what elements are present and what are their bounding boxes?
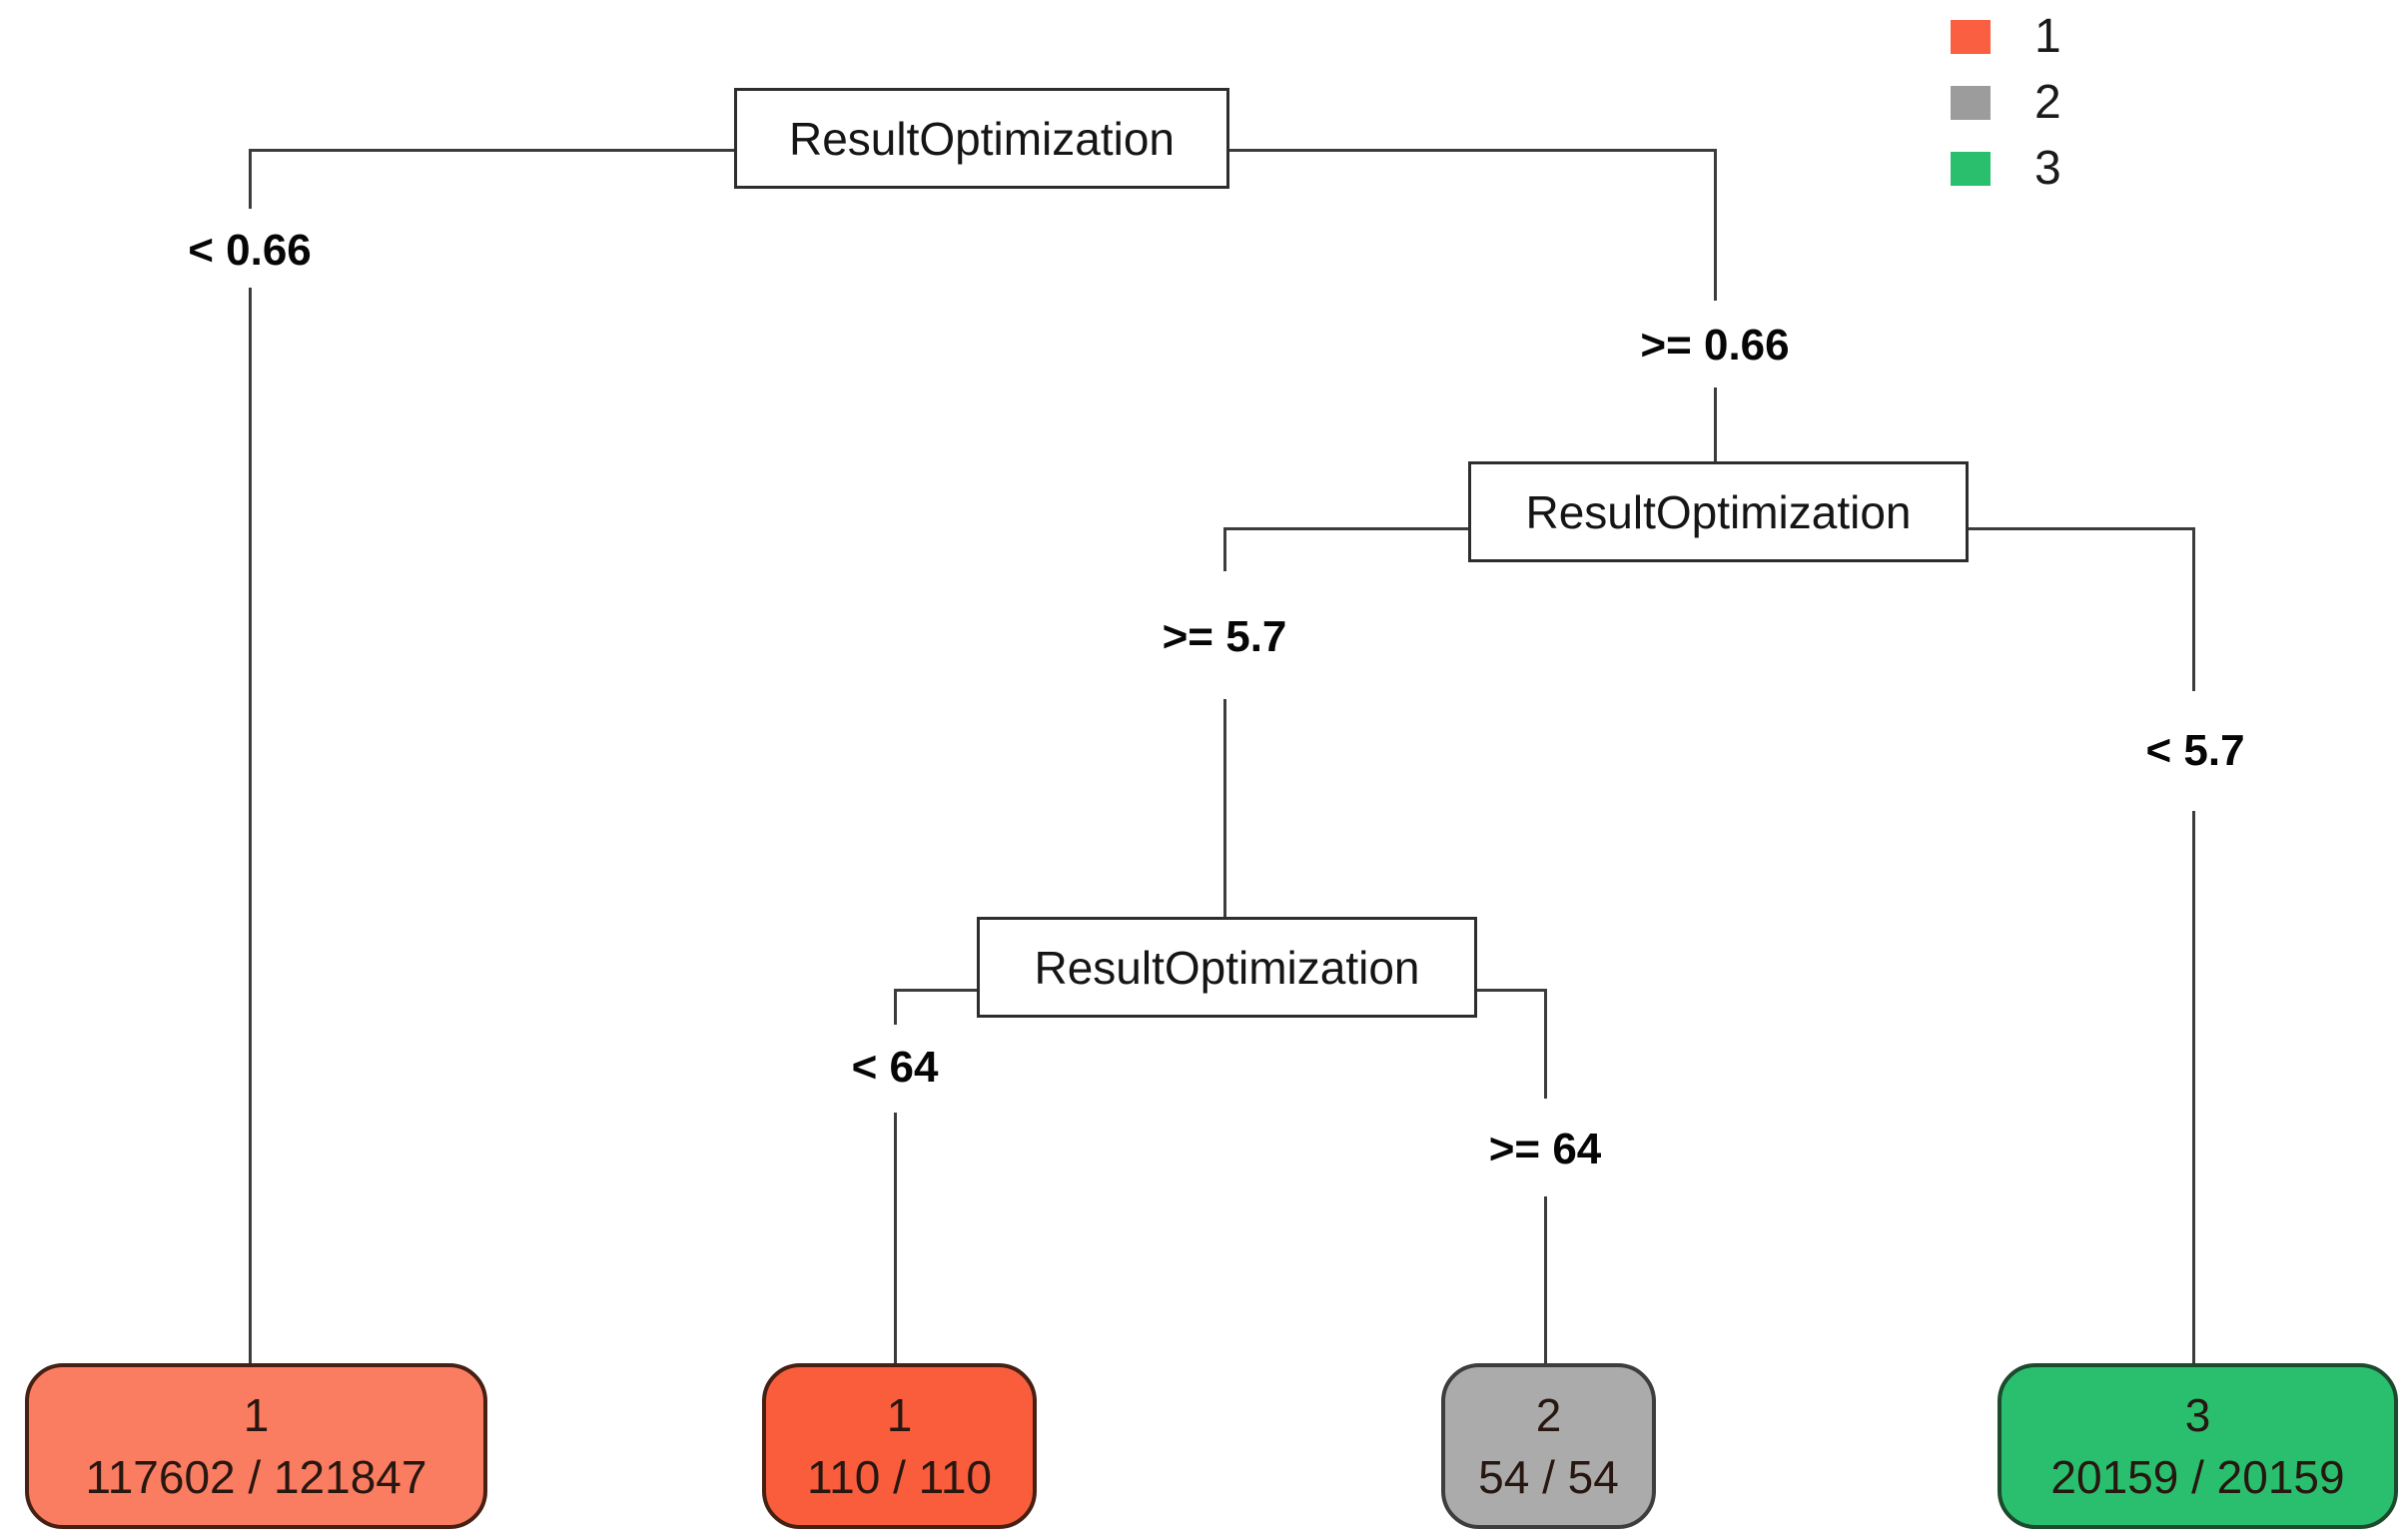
edge-line bbox=[1963, 527, 2194, 530]
leaf-count-label: 117602 / 121847 bbox=[85, 1451, 427, 1503]
edge-line bbox=[1544, 989, 1547, 1099]
legend-swatch-class1 bbox=[1951, 19, 1991, 54]
edge-line bbox=[1223, 527, 1226, 571]
edge-line bbox=[895, 989, 977, 992]
edge-line bbox=[1714, 387, 1717, 461]
tree-node-2: ResultOptimization bbox=[1468, 461, 1969, 562]
leaf-node-2: 1 110 / 110 bbox=[762, 1363, 1037, 1529]
legend-swatch-class3 bbox=[1951, 151, 1991, 186]
edge-line bbox=[249, 149, 252, 209]
tree-node-3: ResultOptimization bbox=[977, 917, 1477, 1018]
edge-line bbox=[2192, 527, 2195, 691]
legend-item-label: 2 bbox=[2034, 76, 2061, 129]
legend-swatch-class2 bbox=[1951, 85, 1991, 120]
edge-line bbox=[894, 1113, 897, 1363]
edge-line bbox=[1471, 989, 1546, 992]
leaf-class-label: 1 bbox=[243, 1388, 270, 1441]
leaf-node-3: 2 54 / 54 bbox=[1441, 1363, 1656, 1529]
edge-line bbox=[2192, 811, 2195, 1363]
legend: 1 2 3 bbox=[1951, 10, 2061, 212]
legend-item-label: 1 bbox=[2034, 10, 2061, 63]
legend-item: 1 bbox=[1951, 10, 2061, 63]
legend-item: 3 bbox=[1951, 142, 2061, 195]
edge-line bbox=[894, 989, 897, 1025]
split-label: >= 0.66 bbox=[1632, 319, 1798, 373]
edge-line bbox=[1544, 1196, 1547, 1363]
leaf-class-label: 3 bbox=[2184, 1388, 2211, 1441]
leaf-count-label: 20159 / 20159 bbox=[2050, 1451, 2345, 1503]
leaf-node-1: 1 117602 / 121847 bbox=[25, 1363, 487, 1529]
tree-node-root: ResultOptimization bbox=[734, 88, 1229, 189]
edge-line bbox=[249, 288, 252, 1363]
edge-line bbox=[1714, 149, 1717, 301]
edge-line bbox=[1223, 149, 1716, 152]
leaf-node-4: 3 20159 / 20159 bbox=[1998, 1363, 2398, 1529]
leaf-class-label: 2 bbox=[1535, 1388, 1562, 1441]
leaf-count-label: 110 / 110 bbox=[806, 1451, 992, 1503]
edge-line bbox=[250, 149, 734, 152]
edge-line bbox=[1224, 527, 1468, 530]
edge-line bbox=[1223, 699, 1226, 917]
leaf-class-label: 1 bbox=[886, 1388, 913, 1441]
split-label: >= 64 bbox=[1480, 1123, 1610, 1176]
split-label: < 64 bbox=[843, 1041, 947, 1095]
split-label: < 0.66 bbox=[180, 224, 320, 278]
split-label: < 5.7 bbox=[2137, 724, 2253, 778]
split-label: >= 5.7 bbox=[1154, 610, 1295, 664]
leaf-count-label: 54 / 54 bbox=[1478, 1451, 1619, 1503]
legend-item-label: 3 bbox=[2034, 142, 2061, 195]
legend-item: 2 bbox=[1951, 76, 2061, 129]
